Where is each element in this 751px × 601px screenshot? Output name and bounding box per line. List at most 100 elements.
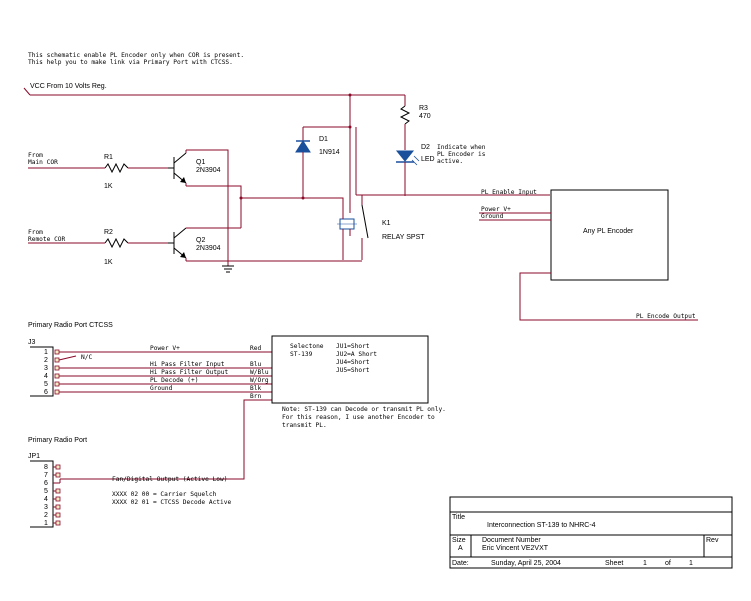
jp1-pin-8: 8 — [44, 464, 48, 471]
jp1-ref: JP1 — [28, 453, 40, 460]
jp1-pin-3: 3 — [44, 504, 48, 511]
j3-pin-5: 5 — [44, 381, 48, 388]
jp1-pin-1: 1 — [44, 520, 48, 527]
r3-value: 470 — [419, 113, 431, 120]
selectone-note-1: Note: ST-139 can Decode or transmit PL o… — [282, 406, 446, 413]
pl-encode-output-wire — [519, 272, 698, 321]
encoder-ground-label: Ground — [481, 213, 504, 220]
wire-color-brn: Brn — [250, 393, 261, 400]
pl-enable-label: PL Enable Input — [481, 189, 537, 196]
jp1-body — [30, 460, 54, 528]
d2-note-1: Indicate when — [437, 144, 486, 151]
main-cor-from: From — [28, 152, 43, 159]
k1-relay — [337, 95, 369, 260]
q1-transistor — [168, 150, 187, 186]
note-line-1: This schematic enable PL Encoder only wh… — [28, 52, 244, 59]
r2-resistor — [28, 237, 168, 249]
jp1-pin-2: 2 — [44, 512, 48, 519]
pl-encoder-box — [550, 189, 669, 281]
size-value: A — [458, 545, 463, 552]
jumper-ju1: JU1=Short — [336, 343, 370, 350]
j3-body — [30, 346, 54, 397]
d1-ref: D1 — [319, 136, 328, 143]
d2-note-2: PL Encoder is — [437, 151, 486, 158]
transistor-wiring — [186, 93, 362, 273]
d2-value: LED — [421, 156, 435, 163]
j3-pin-3: 3 — [44, 365, 48, 372]
selectone-note-2: For this reason, I use another Encoder t… — [282, 414, 435, 421]
d2-note-3: active. — [437, 158, 463, 165]
selectone-note-3: transmit PL. — [282, 422, 327, 429]
signal-pl-decode: PL Decode (+) — [150, 377, 198, 384]
fan-output-label: Fan/Digital Output (Active Low) — [112, 476, 227, 483]
signal-hpf-input: Hi Pass Filter Input — [150, 361, 225, 368]
of-value: 1 — [689, 560, 693, 567]
selectone-model: ST-139 — [290, 351, 313, 358]
signal-hpf-output: Hi Pass Filter Output — [150, 369, 229, 376]
signal-power: Power V+ — [150, 345, 180, 352]
jp1-pin-4: 4 — [44, 496, 48, 503]
sheet-label: Sheet — [605, 560, 623, 567]
wire-color-blk: Blk — [250, 385, 261, 392]
of-label: of — [665, 560, 671, 567]
title-block — [449, 496, 733, 569]
q1-value: 2N3904 — [196, 167, 221, 174]
selectone-box — [271, 335, 429, 404]
q1-ref: Q1 — [196, 159, 205, 166]
brn-wire — [60, 399, 272, 480]
docnum-value: Eric Vincent VE2VXT — [482, 545, 549, 552]
j3-nc-label: N/C — [81, 354, 92, 361]
jumper-ju5: JU5=Short — [336, 367, 370, 374]
jp1-pin-7: 7 — [44, 472, 48, 479]
drawing-title: Interconnection ST-139 to NHRC-4 — [487, 522, 596, 529]
main-cor-name: Main COR — [28, 159, 58, 166]
j3-pin-2: 2 — [44, 357, 48, 364]
r2-ref: R2 — [104, 229, 113, 236]
k1-value: RELAY SPST — [382, 234, 425, 241]
sheet-value: 1 — [643, 560, 647, 567]
r2-value: 1K — [104, 259, 113, 266]
jp1-pin-6: 6 — [44, 480, 48, 487]
d1-value: 1N914 — [319, 149, 340, 156]
vcc-rail — [23, 87, 405, 96]
j3-pin-6: 6 — [44, 389, 48, 396]
rev-label: Rev — [706, 537, 719, 544]
selectone-title: Selectone — [290, 343, 324, 350]
pl-encode-output-label: PL Encode Output — [636, 313, 696, 320]
pl-encoder-label: Any PL Encoder — [583, 228, 634, 235]
j3-title: Primary Radio Port CTCSS — [28, 322, 113, 329]
wire-color-blu: Blu — [250, 361, 261, 368]
j3-signal-labels: Power V+ Hi Pass Filter Input Hi Pass Fi… — [150, 345, 269, 400]
jp1-title: Primary Radio Port — [28, 437, 87, 444]
vcc-label: VCC From 10 Volts Reg. — [30, 83, 107, 90]
title-label: Title — [452, 514, 465, 521]
j3-pins: 1 2 3 4 5 6 — [44, 349, 60, 396]
q2-transistor — [168, 227, 187, 261]
date-value: Sunday, April 25, 2004 — [491, 560, 561, 567]
j3-ref: J3 — [28, 339, 36, 346]
jp1-pin-5: 5 — [44, 488, 48, 495]
k1-ref: K1 — [382, 220, 391, 227]
jp1-code-1: XXXX 02 00 = Carrier Squelch — [112, 491, 217, 498]
r1-ref: R1 — [104, 154, 113, 161]
signal-ground: Ground — [150, 385, 173, 392]
q2-value: 2N3904 — [196, 245, 221, 252]
d2-ref: D2 — [421, 144, 430, 151]
jp1-pins: 8 7 6 5 4 3 2 1 — [44, 464, 61, 527]
r1-value: 1K — [104, 183, 113, 190]
jumper-ju2: JU2=A Short — [336, 351, 377, 358]
j3-wires — [58, 351, 272, 393]
remote-cor-name: Remote COR — [28, 236, 66, 243]
r3-resistor — [399, 95, 411, 150]
wire-color-wblu: W/Blu — [250, 369, 269, 376]
docnum-label: Document Number — [482, 537, 541, 544]
j3-pin-4: 4 — [44, 373, 48, 380]
q2-ref: Q2 — [196, 237, 205, 244]
date-label: Date: — [452, 560, 469, 567]
r1-resistor — [28, 162, 168, 174]
r3-ref: R3 — [419, 105, 428, 112]
note-line-2: This help you to make link via Primary P… — [28, 59, 233, 66]
size-label: Size — [452, 537, 466, 544]
